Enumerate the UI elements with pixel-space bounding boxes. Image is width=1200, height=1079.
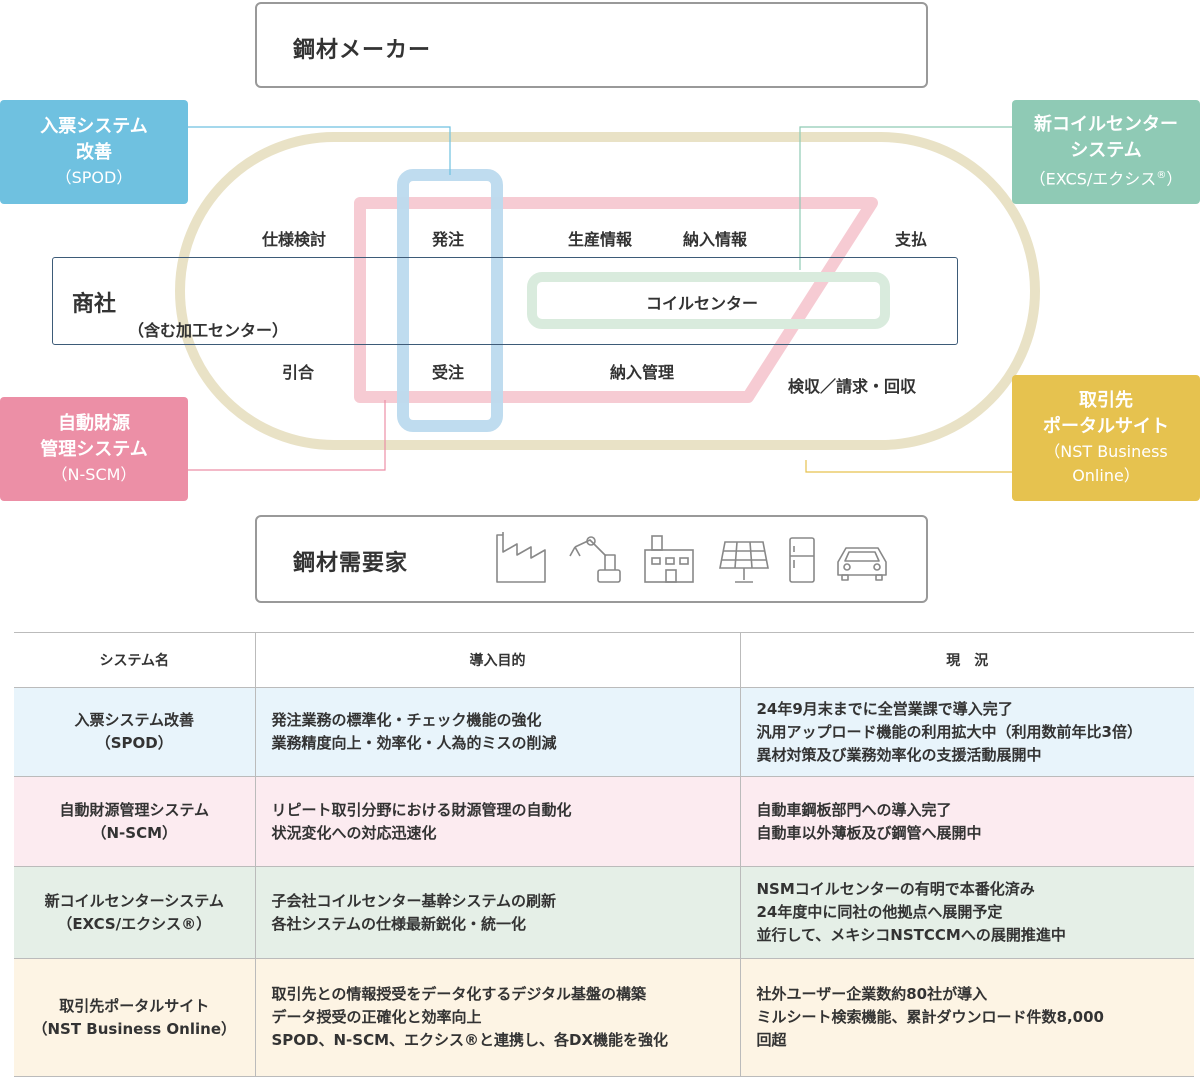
status-cell: 自動車鋼板部門への導入完了自動車以外薄板及び鋼管へ展開中 [739, 776, 1194, 867]
steel-demand-title: 鋼材需要家 [293, 551, 409, 576]
cell-line: 自動車鋼板部門への導入完了 [756, 800, 952, 819]
header-purpose: 導入目的 [254, 632, 740, 688]
table-row: 自動財源管理システム （N-SCM） リピート取引分野における財源管理の自動化状況変… [14, 776, 1194, 867]
spod-line1: 入票システム [40, 116, 148, 137]
excs-line2: システム [1070, 140, 1142, 162]
nst-line1: 取引先 [1079, 390, 1133, 411]
cell-line: 24年9月末までに全営業課で導入完了 [756, 699, 1013, 718]
table-row: 新コイルセンターシステム （EXCS/エクシス®） 子会社コイルセンター基幹システム… [14, 866, 1194, 959]
status-cell: 社外ユーザー企業数約80社が導入ミルシート検索機能、累計ダウンロード件数8,00… [739, 958, 1194, 1077]
nscm-line3: （N-SCM） [51, 465, 137, 484]
table-row: 入票システム改善 （SPOD） 発注業務の標準化・チェック機能の強化業務精度向上・効… [14, 687, 1194, 777]
cell-line: （EXCS/エクシス®） [57, 914, 212, 933]
spod-connector [188, 126, 451, 175]
cell-line: 新コイルセンターシステム [44, 891, 224, 910]
purpose-cell: リピート取引分野における財源管理の自動化状況変化への対応迅速化 [254, 776, 740, 867]
cell-line: 業務精度向上・効率化・人為的ミスの削減 [271, 734, 557, 752]
excs-line3: （EXCS/エクシス®） [1029, 169, 1183, 189]
flow-label-inspect-bill: 検収／請求・回収 [788, 377, 917, 396]
cell-line: 各社システムの仕様最新鋭化・統一化 [271, 914, 527, 933]
cell-line: （SPOD） [95, 734, 173, 752]
cell-line: 汎用アップロード機能の利用拡大中（利用数前年比3倍） [756, 722, 1142, 741]
status-cell: 24年9月末までに全営業課で導入完了汎用アップロード機能の利用拡大中（利用数前年… [739, 687, 1194, 777]
excs-line1: 新コイルセンター [1034, 114, 1178, 136]
nscm-line1: 自動財源 [58, 413, 130, 434]
purpose-cell: 子会社コイルセンター基幹システムの刷新各社システムの仕様最新鋭化・統一化 [254, 866, 740, 959]
cell-line: 異材対策及び業務効率化の支援活動展開中 [756, 745, 1042, 764]
header-system-name: システム名 [14, 632, 255, 688]
system-name-cell: 自動財源管理システム （N-SCM） [14, 776, 255, 867]
cell-line: 状況変化への対応迅速化 [271, 823, 437, 842]
cell-line: 回超 [756, 1031, 787, 1049]
nst-system-box: 取引先 ポータルサイト （NST Business Online） [1012, 375, 1200, 501]
trading-company-box [52, 257, 958, 345]
nst-line4: Online） [1072, 466, 1140, 485]
spod-system-box: 入票システム 改善 （SPOD） [0, 100, 188, 204]
coil-center-label: コイルセンター [646, 294, 759, 313]
cell-line: 自動車以外薄板及び鋼管へ展開中 [756, 823, 982, 842]
flow-label-inquiry: 引合 [282, 363, 315, 382]
purpose-cell: 発注業務の標準化・チェック機能の強化業務精度向上・効率化・人為的ミスの削減 [254, 687, 740, 777]
cell-line: 社外ユーザー企業数約80社が導入 [756, 985, 988, 1003]
system-table: システム名 導入目的 現 況 入票システム改善 （SPOD） 発注業務の標準化・チェ… [14, 632, 1194, 1077]
flow-label-production-info: 生産情報 [568, 230, 633, 249]
trading-company-title: 商社 [72, 292, 117, 317]
excs-connector [799, 126, 1012, 270]
purpose-cell: 取引先との情報授受をデータ化するデジタル基盤の構築データ授受の正確化と効率向上 S… [254, 958, 740, 1077]
table-header-row: システム名 導入目的 現 況 [14, 632, 1194, 688]
solar-panel-icon [719, 541, 769, 583]
factory-icon [496, 532, 546, 583]
cell-line: 自動財源管理システム [59, 800, 210, 819]
cell-line: ミルシート検索機能、累計ダウンロード件数8,000 [756, 1008, 1104, 1026]
nscm-flow-path [354, 197, 878, 403]
spod-line3: （SPOD） [55, 168, 133, 187]
cell-line: 24年度中に同社の他拠点へ展開予定 [756, 903, 1003, 921]
spod-line2: 改善 [76, 142, 112, 163]
cell-line: 入票システム改善 [74, 711, 195, 729]
trading-company-subtitle: （含む加工センター） [128, 321, 289, 340]
flow-label-spec: 仕様検討 [262, 230, 327, 249]
cell-line: NSMコイルセンターの有明で本番化済み [756, 880, 1035, 898]
nst-connector [805, 460, 1012, 473]
table-row: 取引先ポータルサイト （NST Business Online） 取引先との情報授受… [14, 958, 1194, 1077]
car-icon [837, 547, 887, 581]
cell-line: 並行して、メキシコNSTCCMへの展開推進中 [756, 926, 1066, 944]
system-name-cell: 新コイルセンターシステム （EXCS/エクシス®） [14, 866, 255, 959]
system-diagram: 鋼材メーカー 鋼材需要家 商社 （含む加工センター） コイルセンター 仕様検討 … [0, 2, 1200, 603]
cell-line: リピート取引分野における財源管理の自動化 [271, 800, 572, 819]
nscm-system-box: 自動財源 管理システム （N-SCM） [0, 397, 188, 501]
cell-line: （N-SCM） [91, 823, 178, 842]
cell-line: データ授受の正確化と効率向上 [271, 1008, 482, 1026]
robot-arm-icon [569, 536, 621, 583]
flow-label-delivery-management: 納入管理 [610, 363, 675, 382]
header-status: 現 況 [739, 632, 1194, 688]
coil-center-frame [527, 272, 890, 329]
cell-line: 取引先との情報授受をデータ化するデジタル基盤の構築 [271, 985, 647, 1003]
system-name-cell: 取引先ポータルサイト （NST Business Online） [14, 958, 255, 1077]
nst-line2: ポータルサイト [1043, 416, 1169, 437]
refrigerator-icon [789, 537, 815, 583]
cell-line: 発注業務の標準化・チェック機能の強化 [271, 711, 542, 729]
system-name-cell: 入票システム改善 （SPOD） [14, 687, 255, 777]
cell-line: SPOD、N-SCM、エクシス®と連携し、各DX機能を強化 [271, 1031, 669, 1049]
flow-label-payment: 支払 [895, 230, 928, 249]
building-icon [644, 535, 694, 583]
cell-line: 取引先ポータルサイト [59, 996, 210, 1015]
flow-label-delivery-info: 納入情報 [683, 230, 748, 249]
flow-label-order: 発注 [432, 230, 465, 249]
excs-system-box: 新コイルセンター システム （EXCS/エクシス®） [1012, 100, 1200, 204]
steel-maker-box: 鋼材メーカー [255, 2, 928, 88]
nscm-connector [188, 400, 386, 471]
steel-maker-title: 鋼材メーカー [293, 38, 432, 63]
flow-label-receive-order: 受注 [432, 363, 465, 382]
status-cell: NSMコイルセンターの有明で本番化済み 24年度中に同社の他拠点へ展開予定並行して… [739, 866, 1194, 959]
cell-line: 子会社コイルセンター基幹システムの刷新 [271, 891, 557, 910]
nst-line3: （NST Business [1044, 442, 1168, 461]
nscm-line2: 管理システム [40, 439, 148, 460]
business-cycle-track [175, 132, 1040, 450]
steel-demand-box: 鋼材需要家 [255, 515, 928, 603]
cell-line: （NST Business Online） [32, 1019, 237, 1038]
